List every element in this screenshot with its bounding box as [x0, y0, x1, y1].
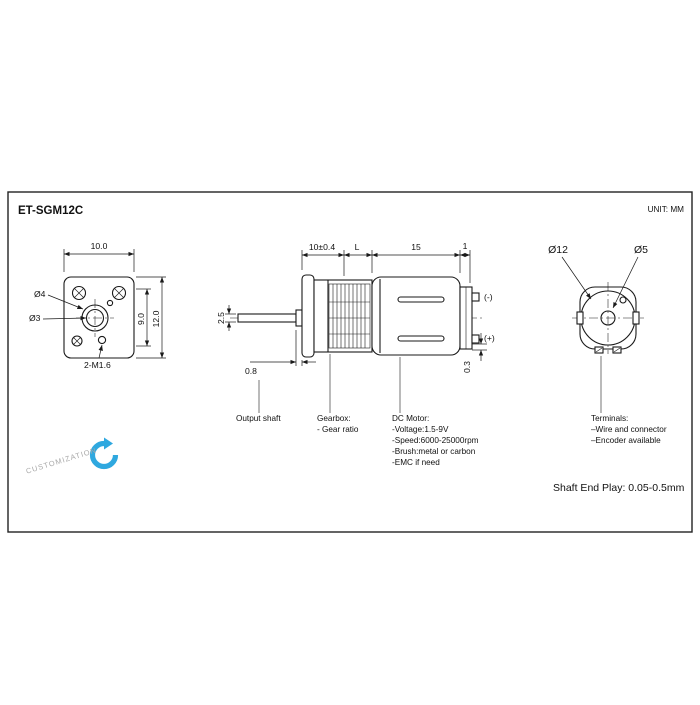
motor-slot-bottom: [397, 335, 445, 342]
annotation-terminals: Terminals: –Wire and connector –Encoder …: [591, 356, 667, 445]
front-dim-width: 10.0: [63, 241, 135, 272]
output-shaft-label: Output shaft: [236, 414, 281, 423]
terminal-neg-label: (-): [484, 292, 493, 302]
annotation-output-shaft: Output shaft: [236, 380, 281, 423]
gearbox-line1: - Gear ratio: [317, 425, 359, 434]
rear-view: Ø12 Ø5: [548, 244, 648, 354]
terminals-title: Terminals:: [591, 414, 628, 423]
rear-notch-left: [576, 311, 584, 325]
rear-d12-text: Ø12: [548, 244, 568, 256]
rear-notch-right: [632, 311, 640, 325]
dim-motor-text: 15: [411, 242, 421, 252]
front-small-hole: [106, 299, 114, 307]
front-d4-text: Ø4: [34, 289, 46, 299]
dim-gearbox-front-text: 10±0.4: [309, 242, 335, 252]
front-m16-hole: [97, 335, 107, 345]
rear-small-hole: [619, 296, 627, 304]
front-screw-hole-bottom-left: [71, 335, 83, 347]
dim-gearbox-var-text: L: [355, 242, 360, 252]
dc-motor-title: DC Motor:: [392, 414, 429, 423]
front-dim-height: 12.0: [136, 276, 166, 359]
dim-shaft-step-text: 0.8: [245, 366, 257, 376]
rear-terminal-left: [594, 346, 604, 354]
terminal-pos-label: (+): [484, 333, 495, 343]
front-d3-text: Ø3: [29, 313, 41, 323]
side-dim-terminal: 0.3: [462, 333, 487, 373]
dc-motor-line3: -Brush:metal or carbon: [392, 447, 476, 456]
output-shaft-shape: [237, 313, 297, 323]
side-view: (-) (+) 10±0.4 L 15 1 2.5: [216, 241, 495, 376]
dc-motor-line1: -Voltage:1.5-9V: [392, 425, 449, 434]
front-screws-text: 2-M1.6: [84, 360, 111, 370]
front-callout-d4: Ø4: [34, 289, 84, 310]
gear-stack: [328, 283, 371, 349]
unit-label: UNIT: MM: [648, 205, 685, 214]
terminal-tab-pos: [471, 334, 480, 344]
motor-body: [371, 276, 461, 356]
front-hole-inner: [85, 308, 105, 328]
front-callout-screws: 2-M1.6: [84, 344, 111, 370]
terminals-line2: –Encoder available: [591, 436, 661, 445]
front-dim-height-text: 12.0: [151, 310, 161, 327]
terminals-line1: –Wire and connector: [591, 425, 667, 434]
shaft-end-play-note: Shaft End Play: 0.05-0.5mm: [553, 482, 685, 494]
front-screw-hole-top-right: [111, 285, 127, 301]
rear-callout-d12: Ø12: [548, 244, 592, 300]
front-view: 10.0 9.0 12.0 Ø4 Ø3 2-M1.6: [29, 241, 166, 370]
side-dim-shaft-step: 0.8: [245, 330, 316, 376]
front-dim-height-inner-text: 9.0: [136, 313, 146, 325]
drawing-frame: [7, 191, 693, 533]
motor-slot-top: [397, 296, 445, 303]
circular-arrow-head: [104, 437, 113, 450]
side-dim-shaft-dia: 2.5: [216, 305, 236, 331]
dc-motor-line2: -Speed:6000-25000rpm: [392, 436, 479, 445]
front-screw-hole-top-left: [71, 285, 87, 301]
dim-shaft-dia-text: 2.5: [216, 312, 226, 324]
dc-motor-line4: -EMC if need: [392, 458, 440, 467]
front-callout-d3: Ø3: [29, 313, 87, 323]
shaft-boss: [295, 309, 303, 327]
rear-terminal-right: [612, 346, 622, 354]
gearbox-front-plate: [301, 274, 315, 358]
rear-callout-d5: Ø5: [612, 244, 648, 309]
gearbox-title: Gearbox:: [317, 414, 351, 423]
terminal-tab-neg: [471, 292, 480, 302]
circular-arrow-icon: [89, 440, 119, 470]
rear-d5-text: Ø5: [634, 244, 648, 256]
dim-cap-text: 1: [463, 241, 468, 251]
page-title: ET-SGM12C: [18, 205, 83, 217]
rear-center-hole: [600, 310, 616, 326]
dim-terminal-text: 0.3: [462, 361, 472, 373]
annotation-gearbox: Gearbox: - Gear ratio: [317, 354, 359, 434]
gearbox-housing: [313, 279, 373, 353]
front-dim-height-inner: 9.0: [136, 288, 151, 347]
front-dim-width-text: 10.0: [91, 241, 108, 251]
side-dim-chain: 10±0.4 L 15 1: [301, 241, 471, 283]
annotation-dc-motor: DC Motor: -Voltage:1.5-9V -Speed:6000-25…: [392, 357, 479, 467]
